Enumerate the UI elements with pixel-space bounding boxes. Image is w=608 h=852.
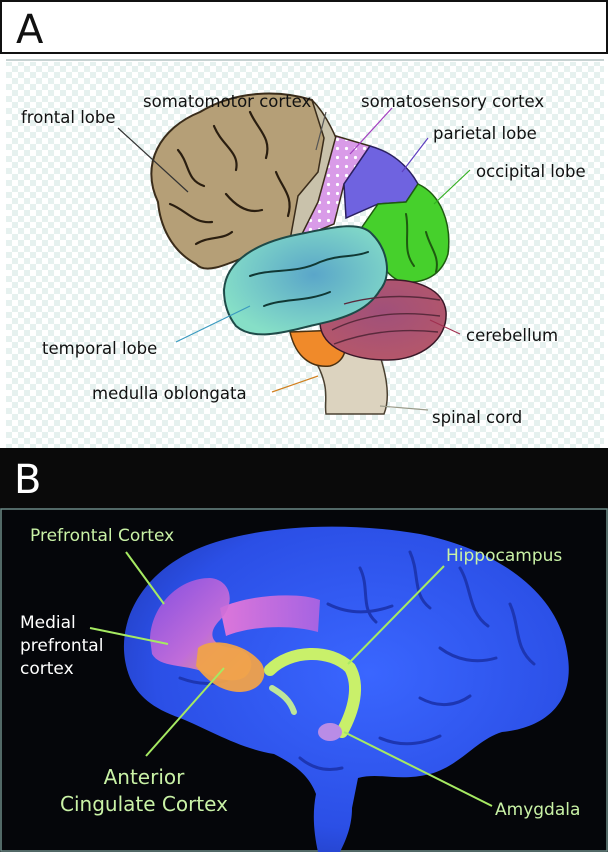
label-prefrontal-cortex: Prefrontal Cortex — [30, 526, 174, 546]
label-anterior-line-2: Cingulate Cortex — [60, 791, 228, 818]
label-spinal-cord: spinal cord — [432, 408, 522, 427]
label-somatomotor-cortex: somatomotor cortex — [143, 92, 311, 111]
label-medial-line-2: prefrontal — [20, 635, 103, 658]
label-medial-line-3: cortex — [20, 658, 103, 681]
label-hippocampus: Hippocampus — [446, 546, 562, 566]
panel-b-letter: B — [14, 458, 41, 502]
label-cerebellum: cerebellum — [466, 326, 558, 345]
label-occipital-lobe: occipital lobe — [476, 162, 586, 181]
label-medial-prefrontal-cortex: Medial prefrontal cortex — [20, 612, 103, 681]
label-medial-line-1: Medial — [20, 612, 103, 635]
panel-a-header: A — [0, 0, 608, 54]
label-parietal-lobe: parietal lobe — [433, 124, 537, 143]
label-anterior-line-1: Anterior — [60, 764, 228, 791]
label-medulla-oblongata: medulla oblongata — [92, 384, 247, 403]
label-anterior-cingulate-cortex: Anterior Cingulate Cortex — [60, 764, 228, 818]
panel-b-header: B — [0, 448, 608, 508]
label-amygdala: Amygdala — [495, 800, 580, 820]
label-somatosensory-cortex: somatosensory cortex — [361, 92, 544, 111]
panel-a-letter: A — [16, 8, 43, 52]
amygdala-region — [318, 723, 342, 741]
label-temporal-lobe: temporal lobe — [42, 339, 157, 358]
label-frontal-lobe: frontal lobe — [21, 108, 116, 127]
